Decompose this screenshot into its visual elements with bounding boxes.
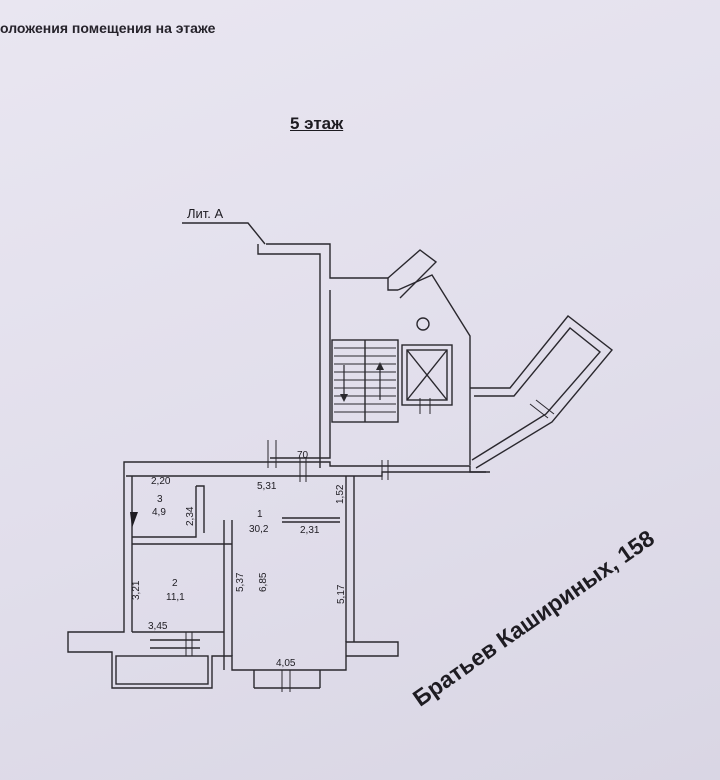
dim-345: 3,45 [148, 621, 168, 632]
staircase-left-wall [257, 244, 321, 468]
angled-wing-right [397, 274, 471, 465]
room-1-number: 1 [257, 509, 263, 520]
window-marks [185, 398, 555, 692]
dim-537: 5,37 [235, 572, 246, 592]
dim-531: 5,31 [257, 481, 277, 492]
stair-down-arrow [340, 394, 348, 402]
room-3-area: 4,9 [152, 507, 166, 518]
dim-517: 5,17 [336, 584, 347, 604]
dim-152: 1,52 [335, 484, 346, 504]
staircase-top-wall [266, 243, 398, 291]
stair-up-arrow [376, 362, 384, 370]
corridor-wall [123, 461, 486, 473]
room-1-area: 30,2 [249, 524, 269, 535]
litera-label: Лит. А [187, 206, 224, 221]
dim-234: 2,34 [185, 506, 196, 526]
floor-title: 5 этаж [290, 114, 344, 133]
dim-220: 2,20 [151, 476, 171, 487]
dim-405: 4,05 [276, 658, 296, 669]
angled-wing-top [387, 249, 438, 299]
document-header: оложения помещения на этаже [0, 20, 216, 36]
elevator-shaft [401, 344, 453, 406]
room-3-wall [132, 486, 197, 538]
room-3-number: 3 [157, 494, 163, 505]
staircase-inner-wall [270, 290, 331, 459]
room-3-marker [130, 512, 138, 528]
shaft-symbol [416, 317, 430, 331]
litera-leader-line [182, 222, 266, 245]
room-2-area: 11,1 [166, 592, 185, 603]
diagonal-corridor [470, 315, 614, 469]
dim-321: 3,21 [131, 580, 142, 600]
dim-70: 70 [297, 450, 309, 461]
apartment-outer-wall [67, 470, 399, 689]
dim-685: 6,85 [258, 572, 269, 592]
room-2-number: 2 [172, 578, 178, 589]
dim-231: 2,31 [300, 525, 320, 536]
